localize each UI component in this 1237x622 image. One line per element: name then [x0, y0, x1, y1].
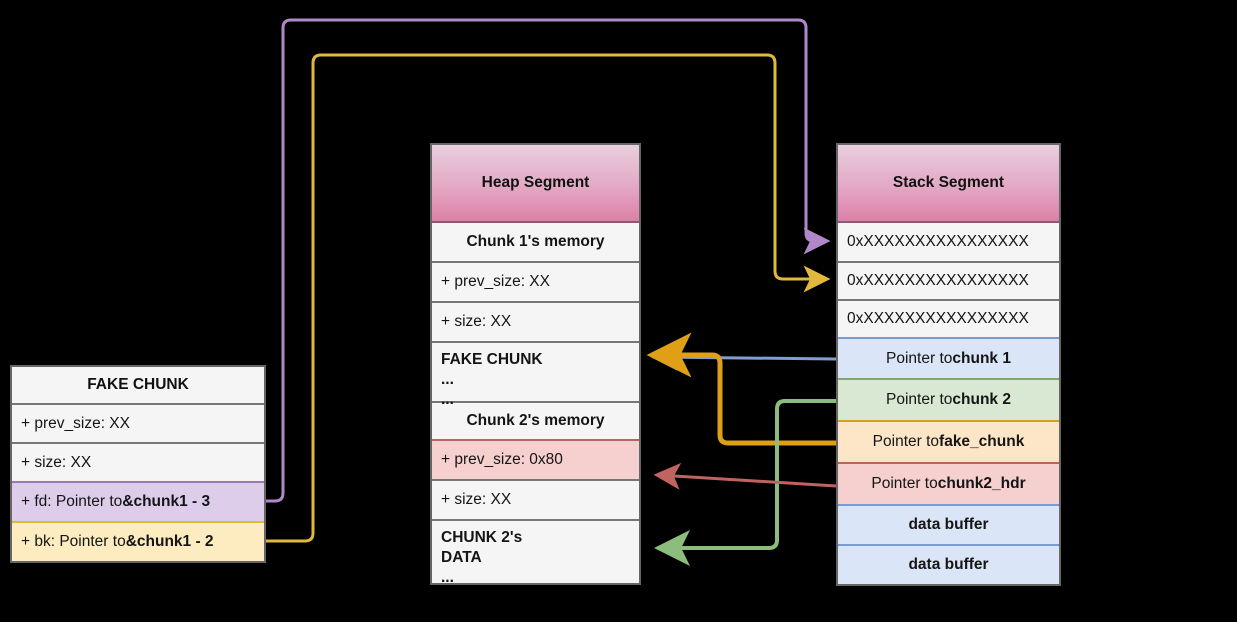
wire-fakechunk-ptr-to-heap	[646, 332, 836, 446]
fake-chunk-fd-target: &chunk1 - 3	[122, 493, 211, 511]
heap-row-chunk2-size: + size: XX	[432, 479, 639, 519]
stack-addr-3-label: 0xXXXXXXXXXXXXXXXX	[847, 310, 1029, 328]
stack-row-data-buffer-1: data buffer	[838, 504, 1059, 544]
stack-pointer-chunk2-label: Pointer to	[886, 391, 953, 409]
stack-addr-2-label: 0xXXXXXXXXXXXXXXXX	[847, 272, 1029, 290]
heap-segment-panel: Heap Segment Chunk 1's memory + prev_siz…	[430, 143, 641, 586]
heap-row-chunk2-prev-size: + prev_size: 0x80	[432, 439, 639, 479]
stack-data-buffer-2-label: data buffer	[908, 556, 989, 574]
fake-chunk-bk-target: &chunk1 - 2	[125, 533, 214, 551]
stack-pointer-chunk2-target: chunk 2	[952, 391, 1011, 409]
stack-row-pointer-to-chunk2-hdr: Pointer to chunk2_hdr	[838, 462, 1059, 504]
heap-row-chunk1-size: + size: XX	[432, 301, 639, 341]
stack-row-addr-1: 0xXXXXXXXXXXXXXXXX	[838, 223, 1059, 261]
heap-row-fake-chunk: FAKE CHUNK ... ...	[432, 341, 639, 408]
heap-fake-chunk-dots-1: ...	[441, 370, 454, 388]
stack-pointer-chunk1-target: chunk 1	[952, 349, 1011, 367]
heap-chunk2-data-label2: DATA	[441, 548, 482, 566]
heap-chunk2-data-label: CHUNK 2's	[441, 529, 523, 546]
fake-chunk-row-fd: + fd: Pointer to &chunk1 - 3	[12, 481, 264, 521]
stack-pointer-chunk2hdr-target: chunk2_hdr	[937, 475, 1026, 493]
heap-row-chunk2-data: CHUNK 2's DATA ...	[432, 519, 639, 586]
fake-chunk-prev-size-label: + prev_size: XX	[21, 414, 130, 432]
stack-pointer-chunk2hdr-label: Pointer to	[871, 475, 938, 493]
fake-chunk-size-label: + size: XX	[21, 453, 92, 471]
fake-chunk-row-bk: + bk: Pointer to &chunk1 - 2	[12, 521, 264, 561]
stack-row-addr-2: 0xXXXXXXXXXXXXXXXX	[838, 261, 1059, 299]
heap-chunk2-memory-label: Chunk 2's memory	[466, 412, 605, 430]
stack-addr-1-label: 0xXXXXXXXXXXXXXXXX	[847, 233, 1029, 251]
heap-chunk1-memory-label: Chunk 1's memory	[466, 233, 605, 251]
stack-row-pointer-to-chunk2: Pointer to chunk 2	[838, 378, 1059, 420]
stack-pointer-chunk1-label: Pointer to	[886, 349, 953, 367]
heap-chunk1-size-label: + size: XX	[441, 313, 512, 331]
stack-pointer-fakechunk-target: fake_chunk	[939, 433, 1025, 451]
heap-chunk2-prev-size-label: + prev_size: 0x80	[441, 451, 563, 469]
fake-chunk-row-size: + size: XX	[12, 442, 264, 481]
fake-chunk-title: FAKE CHUNK	[12, 367, 264, 403]
fake-chunk-panel: FAKE CHUNK + prev_size: XX + size: XX + …	[10, 365, 266, 563]
stack-data-buffer-1-label: data buffer	[908, 516, 989, 534]
stack-row-pointer-to-fake-chunk: Pointer to fake_chunk	[838, 420, 1059, 462]
fake-chunk-bk-label: + bk: Pointer to	[21, 533, 126, 551]
fake-chunk-fd-label: + fd: Pointer to	[21, 493, 123, 511]
wire-chunk2-ptr-to-heap	[654, 399, 836, 566]
stack-segment-panel: Stack Segment 0xXXXXXXXXXXXXXXXX 0xXXXXX…	[836, 143, 1061, 586]
heap-row-chunk1-prev-size: + prev_size: XX	[432, 261, 639, 301]
wire-chunk2hdr-ptr-to-heap	[653, 462, 837, 490]
heap-segment-title: Heap Segment	[432, 145, 639, 223]
stack-row-pointer-to-chunk1: Pointer to chunk 1	[838, 337, 1059, 378]
heap-chunk1-prev-size-label: + prev_size: XX	[441, 273, 550, 291]
heap-chunk2-size-label: + size: XX	[441, 491, 512, 509]
stack-pointer-fakechunk-label: Pointer to	[872, 433, 940, 451]
heap-fake-chunk-label: FAKE CHUNK	[441, 351, 543, 368]
heap-row-chunk2-memory: Chunk 2's memory	[432, 401, 639, 439]
fake-chunk-row-prev-size: + prev_size: XX	[12, 403, 264, 442]
heap-chunk2-data-dots: ...	[441, 568, 454, 586]
heap-row-chunk1-memory: Chunk 1's memory	[432, 223, 639, 261]
stack-row-addr-3: 0xXXXXXXXXXXXXXXXX	[838, 299, 1059, 337]
stack-row-data-buffer-2: data buffer	[838, 544, 1059, 584]
stack-segment-title: Stack Segment	[838, 145, 1059, 223]
wire-chunk1-ptr-to-heap	[650, 343, 837, 371]
